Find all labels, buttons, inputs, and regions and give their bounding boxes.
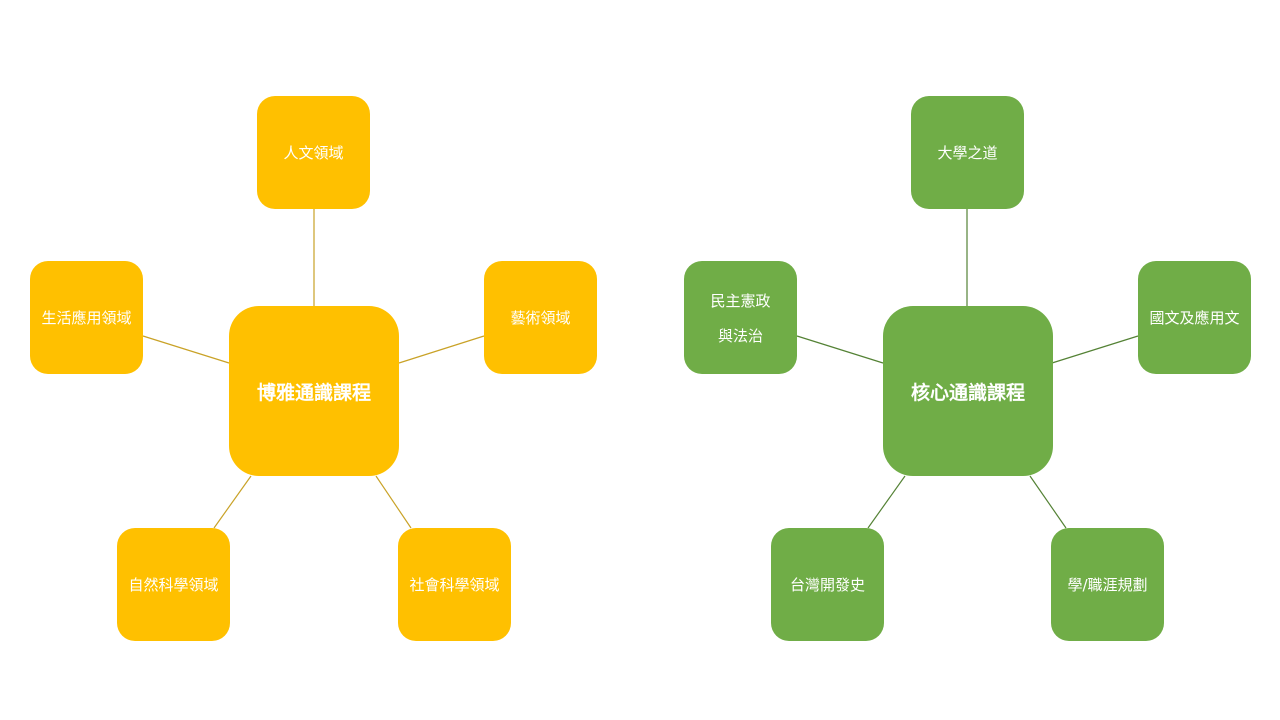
core-democracy-law-node: 民主憲政 與法治 xyxy=(684,261,797,374)
general-arts-label: 藝術領域 xyxy=(510,309,571,327)
connector-general-left xyxy=(142,335,230,364)
connector-general-bottom-left xyxy=(213,475,252,529)
connector-general-right xyxy=(398,335,485,364)
core-university-way-label: 大學之道 xyxy=(937,144,998,162)
core-democracy-law-label-line2: 與法治 xyxy=(717,326,763,345)
connector-core-right xyxy=(1051,335,1139,364)
general-life-application-label: 生活應用領域 xyxy=(41,309,132,327)
core-taiwan-history-node: 台灣開發史 xyxy=(771,528,884,641)
core-university-way-node: 大學之道 xyxy=(911,96,1024,209)
connector-core-bottom-left xyxy=(867,475,906,529)
core-chinese-applied-label: 國文及應用文 xyxy=(1149,309,1240,327)
core-education-hub-label: 核心通識課程 xyxy=(910,381,1025,404)
core-taiwan-history-label: 台灣開發史 xyxy=(789,576,865,594)
connector-core-left xyxy=(796,335,884,364)
general-humanities-label: 人文領域 xyxy=(283,144,344,162)
general-social-science-label: 社會科學領域 xyxy=(409,576,500,594)
general-humanities-node: 人文領域 xyxy=(257,96,370,209)
general-education-hub-label: 博雅通識課程 xyxy=(256,381,371,404)
core-career-planning-node: 學/職涯規劃 xyxy=(1051,528,1164,641)
connector-core-bottom-right xyxy=(1029,475,1067,529)
connector-general-bottom-right xyxy=(375,475,412,529)
core-career-planning-label: 學/職涯規劃 xyxy=(1067,576,1148,594)
general-education-hub: 博雅通識課程 xyxy=(229,306,399,476)
general-life-application-node: 生活應用領域 xyxy=(30,261,143,374)
core-chinese-applied-node: 國文及應用文 xyxy=(1138,261,1251,374)
general-arts-node: 藝術領域 xyxy=(484,261,597,374)
general-social-science-node: 社會科學領域 xyxy=(398,528,511,641)
general-natural-science-node: 自然科學領域 xyxy=(117,528,230,641)
core-democracy-law-label-line1: 民主憲政 xyxy=(710,291,771,310)
core-education-hub: 核心通識課程 xyxy=(883,306,1053,476)
general-natural-science-label: 自然科學領域 xyxy=(128,576,219,594)
